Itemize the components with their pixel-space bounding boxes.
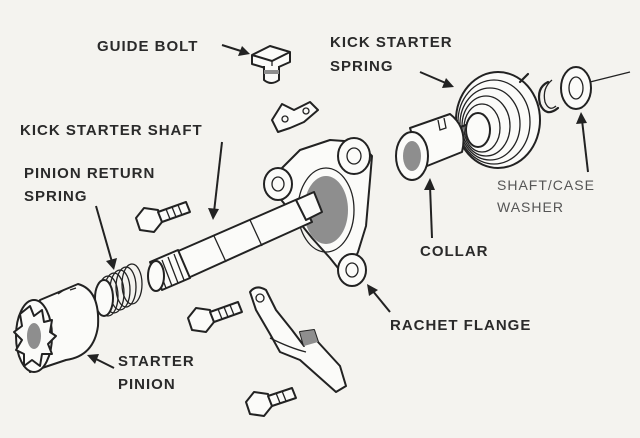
label-kick-starter-shaft: KICK STARTER SHAFT <box>20 122 203 139</box>
label-collar: COLLAR <box>420 243 489 260</box>
kick-starter-spring-part <box>444 71 541 169</box>
label-shaft-case-washer-line2: WASHER <box>497 199 564 215</box>
label-guide-bolt: GUIDE BOLT <box>97 38 198 55</box>
label-kick-starter-spring-line2: SPRING <box>330 58 394 75</box>
arrow-kick-starter-shaft <box>208 141 223 220</box>
label-starter-pinion-line2: PINION <box>118 376 176 393</box>
guide-bolt-part <box>251 45 291 84</box>
stop-plate-part <box>271 101 319 133</box>
label-kick-starter-spring-line1: KICK STARTER <box>330 34 453 51</box>
arrow-guide-bolt <box>221 44 250 56</box>
circlip-part <box>537 79 560 114</box>
axis-line <box>589 71 631 83</box>
arrow-pinion-return-spring <box>95 205 117 270</box>
label-rachet-flange: RACHET FLANGE <box>390 317 531 334</box>
arrow-shaft-case-washer <box>576 112 589 173</box>
label-shaft-case-washer-line1: SHAFT/CASE <box>497 177 595 193</box>
label-starter-pinion-line1: STARTER <box>118 353 195 370</box>
pinion-return-spring-part <box>94 263 143 317</box>
shaft-case-washer-part <box>560 66 592 110</box>
kick-starter-shaft-part <box>147 191 323 292</box>
starter-pinion-part <box>13 283 100 373</box>
bolt-upper-part <box>135 201 191 233</box>
arrow-starter-pinion <box>87 354 115 369</box>
bolt-middle-part <box>187 301 243 333</box>
arrow-rachet-flange <box>367 284 391 313</box>
arrow-collar <box>424 178 435 239</box>
label-pinion-return-spring-line1: PINION RETURN <box>24 165 155 182</box>
bolt-lower-part <box>245 387 297 417</box>
collar-part <box>395 113 465 181</box>
kick-arm-part <box>249 286 347 393</box>
label-pinion-return-spring-line2: SPRING <box>24 188 88 205</box>
arrow-kick-starter-spring <box>419 71 454 88</box>
